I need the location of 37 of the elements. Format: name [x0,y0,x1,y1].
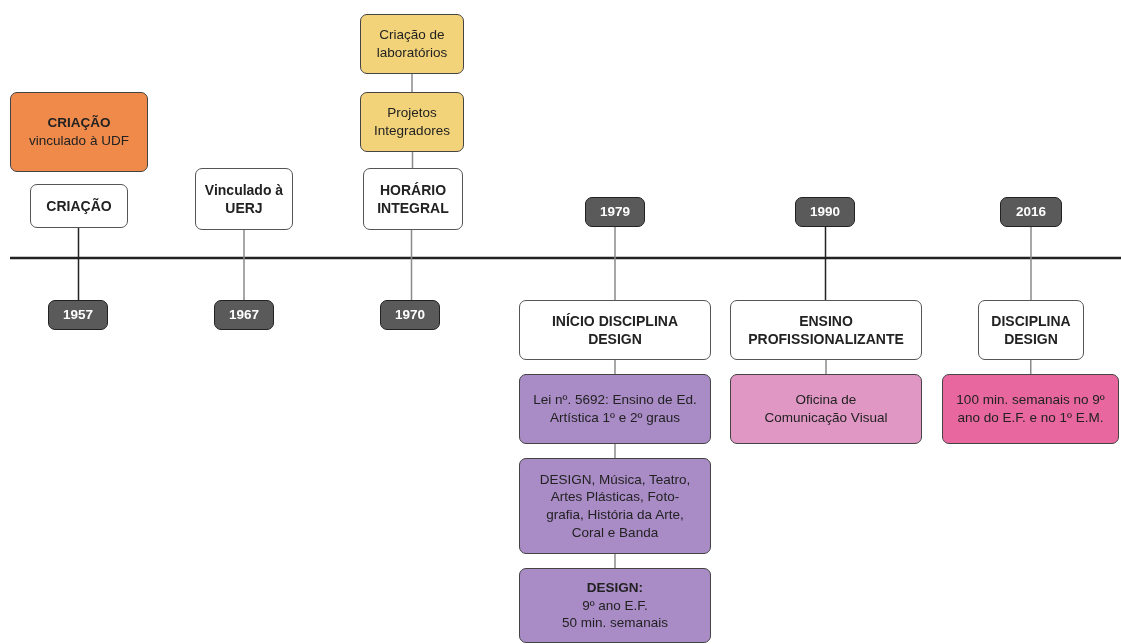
note-box: Lei nº. 5692: Ensino de Ed. Artística 1º e 2º graus [519,374,711,444]
box-text-line: 9º ano E.F. [582,596,648,615]
note-box: Criação de laboratórios [360,14,464,74]
connector-line [825,359,827,375]
note-box: Projetos Integradores [360,92,464,152]
year-badge: 1979 [585,197,645,227]
event-box: CRIAÇÃO [30,184,128,228]
connector-line [614,553,616,569]
connector-line [614,226,616,301]
note-box: 100 min. semanais no 9º ano do E.F. e no 1º E.M. [942,374,1119,444]
year-badge: 1967 [214,300,274,330]
connector-line [1030,226,1032,301]
event-box: HORÁRIO INTEGRAL [363,168,463,230]
connector-line [614,359,616,375]
year-badge: 1957 [48,300,108,330]
event-box: INÍCIO DISCIPLINA DESIGN [519,300,711,360]
note-box: DESIGN, Música, Teatro, Artes Plásticas, Foto-grafia, História da Arte, Coral e Banda [519,458,711,554]
connector-line [824,226,827,301]
event-box: DISCIPLINA DESIGN [978,300,1084,360]
connector-line [243,229,245,301]
box-heading: DESIGN: [586,579,644,597]
connector-line [410,229,413,301]
note-box: Oficina de Comunicação Visual [730,374,922,444]
note-box [10,92,148,172]
event-box: Vinculado à UERJ [195,168,293,230]
connector-line [1030,359,1032,375]
note-box [519,568,711,643]
year-badge: 2016 [1000,197,1062,227]
year-badge: 1970 [380,300,440,330]
year-badge: 1990 [795,197,855,227]
connector-line [614,443,616,459]
event-box: ENSINO PROFISSIONALIZANTE [730,300,922,360]
connector-line [77,227,80,301]
box-text-line: vinculado à UDF [29,132,129,150]
box-heading: CRIAÇÃO [47,114,111,132]
connector-line [411,73,413,93]
box-text-line: 50 min. semanais [562,614,668,632]
